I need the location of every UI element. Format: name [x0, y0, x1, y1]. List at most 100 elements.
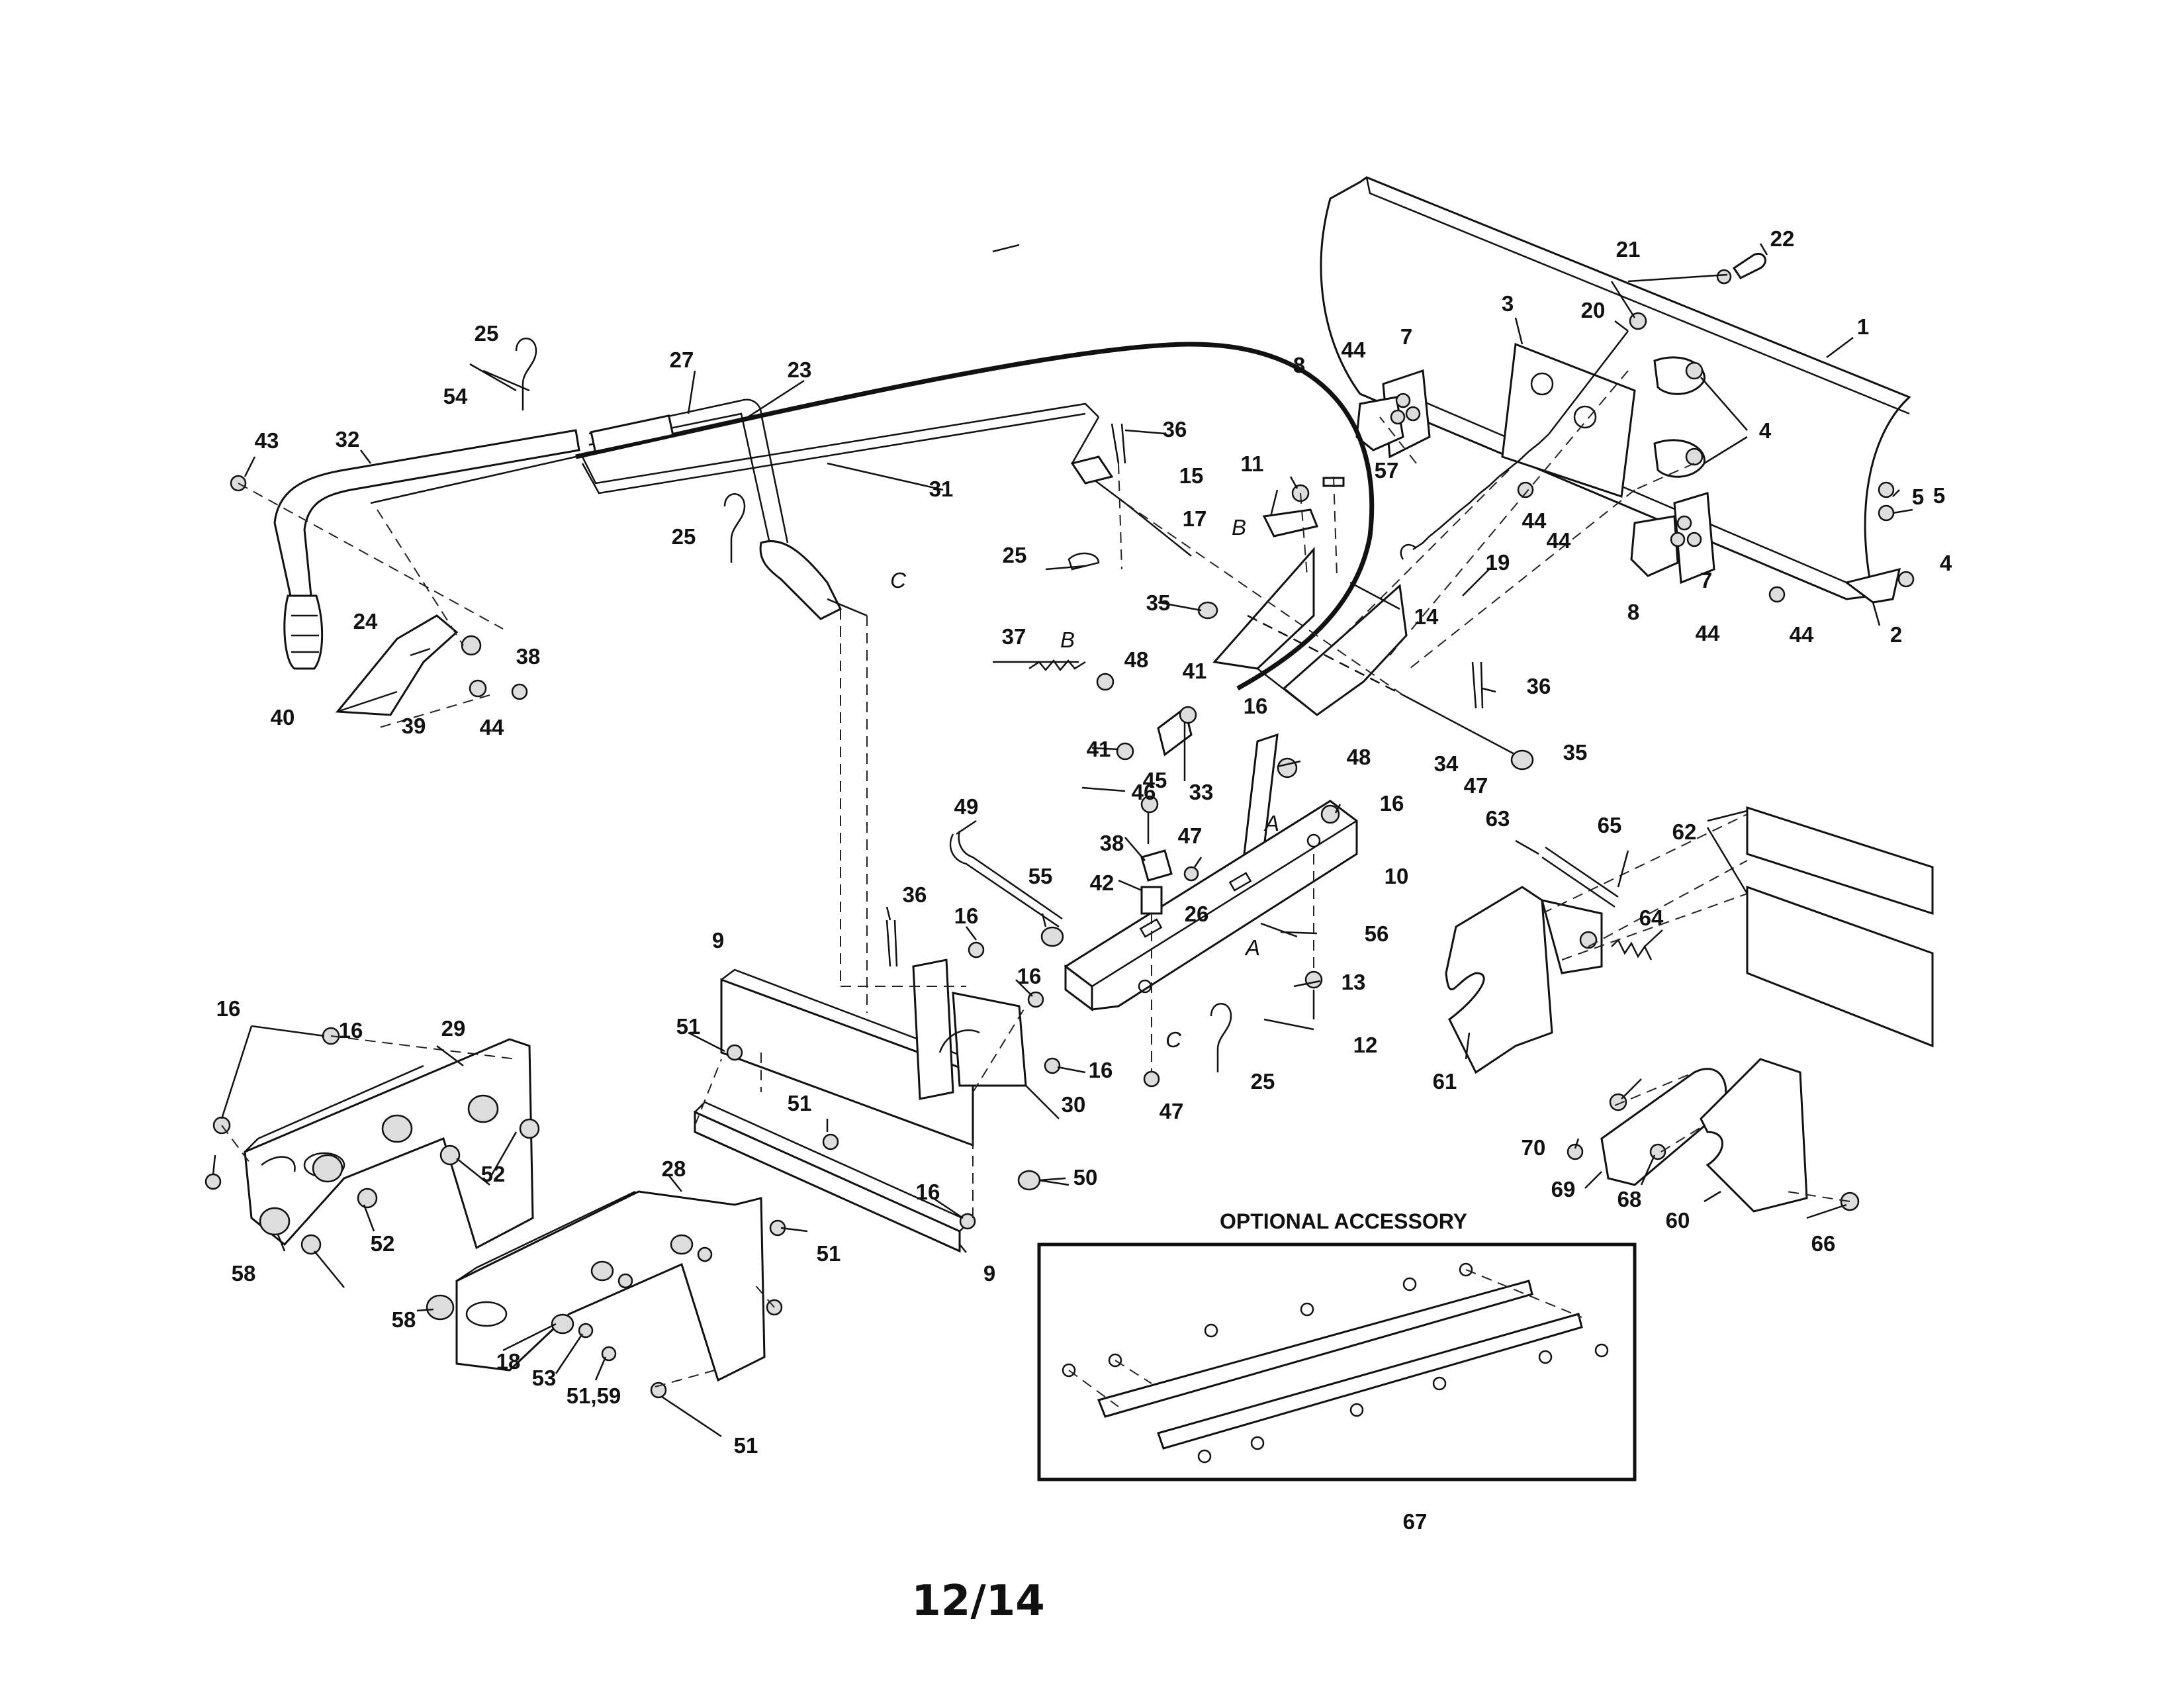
callout-11: 11 — [1241, 451, 1264, 476]
callout-16: 16 — [954, 904, 979, 928]
callout-34: 34 — [1434, 751, 1459, 776]
callout-17: 17 — [1183, 506, 1207, 531]
callout-46: 46 — [1132, 780, 1156, 804]
callout-44: 44 — [1696, 621, 1720, 645]
callout-44: 44 — [1342, 338, 1366, 362]
callout-25: 25 — [1251, 1069, 1275, 1094]
callout-36: 36 — [1527, 674, 1551, 698]
callout-61: 61 — [1433, 1069, 1457, 1094]
callout-47: 47 — [1464, 773, 1488, 798]
callout-22: 22 — [1770, 226, 1795, 251]
callout-44: 44 — [1790, 622, 1814, 647]
rod-27 — [588, 399, 789, 543]
accessory-title: OPTIONAL ACCESSORY — [1220, 1209, 1467, 1233]
accessory-strip-2 — [1157, 1313, 1583, 1450]
plate-62-lower — [1746, 885, 1934, 1048]
callout-25: 25 — [475, 321, 499, 346]
callout-70: 70 — [1522, 1135, 1546, 1160]
callout-66: 66 — [1811, 1231, 1836, 1256]
callout-7: 7 — [1700, 568, 1712, 592]
callout-5: 5 — [1912, 485, 1924, 509]
callout-51: 51 — [817, 1241, 841, 1266]
control-cable — [575, 342, 1375, 691]
callout-24: 24 — [353, 609, 378, 633]
accessory-box — [1037, 1243, 1637, 1481]
reference-letter-a: A — [1263, 811, 1279, 835]
callout-38: 38 — [516, 644, 541, 669]
callout-69: 69 — [1551, 1177, 1576, 1201]
callout-5: 5 — [1933, 483, 1945, 508]
callout-38: 38 — [1100, 831, 1124, 855]
callout-16: 16 — [216, 996, 241, 1021]
callout-19: 19 — [1486, 550, 1510, 575]
callout-23: 23 — [788, 357, 812, 382]
bracket-30 — [912, 959, 954, 1100]
callout-51-59: 51,59 — [567, 1383, 621, 1408]
callout-27: 27 — [670, 348, 694, 372]
pin-34 — [1402, 694, 1516, 756]
callout-44: 44 — [480, 715, 504, 739]
callout-14: 14 — [1414, 604, 1439, 629]
callout-25: 25 — [1003, 543, 1027, 567]
grip-40 — [283, 594, 324, 670]
spacer-42 — [1140, 886, 1163, 915]
reference-letter-b: B — [1232, 515, 1246, 539]
pivot-bracket-14 — [1212, 547, 1315, 670]
callout-42: 42 — [1090, 870, 1115, 895]
callout-9: 9 — [712, 928, 724, 953]
callout-55: 55 — [1028, 864, 1053, 888]
callout-3: 3 — [1502, 291, 1514, 316]
frame-10 — [1064, 800, 1358, 1011]
callout-26: 26 — [1185, 902, 1209, 926]
callout-29: 29 — [441, 1016, 466, 1041]
callout-40: 40 — [271, 705, 295, 729]
callout-16: 16 — [339, 1018, 363, 1043]
clip-15 — [1262, 508, 1319, 538]
callout-67: 67 — [1403, 1509, 1428, 1534]
block-38 — [1140, 849, 1173, 882]
callout-8: 8 — [1293, 353, 1305, 377]
callout-44: 44 — [1547, 528, 1571, 553]
callout-16: 16 — [1244, 694, 1268, 718]
reference-letter-c: C — [890, 568, 907, 592]
shoe-lower — [1630, 515, 1679, 577]
callout-28: 28 — [662, 1156, 686, 1181]
accessory-strip-1 — [1097, 1280, 1533, 1418]
callout-47: 47 — [1160, 1099, 1184, 1123]
callout-15: 15 — [1179, 463, 1204, 488]
rod-49 — [949, 833, 1060, 928]
callout-20: 20 — [1581, 298, 1606, 322]
bracket-61 — [1445, 886, 1553, 1074]
callout-21: 21 — [1616, 237, 1641, 261]
callout-58: 58 — [392, 1307, 416, 1332]
callout-53: 53 — [532, 1366, 557, 1390]
reference-letter-a: A — [1244, 935, 1260, 960]
reference-letters: A A B B C C — [890, 515, 1279, 1052]
callout-13: 13 — [1342, 970, 1366, 994]
callout-52: 52 — [371, 1231, 395, 1256]
pin-63 — [1541, 856, 1615, 908]
callout-51: 51 — [734, 1433, 758, 1458]
spring-19 — [1412, 434, 1549, 551]
plate-62-upper — [1746, 806, 1934, 915]
reference-letter-b: B — [1060, 628, 1075, 652]
callout-10: 10 — [1385, 864, 1409, 888]
callout-16: 16 — [1089, 1058, 1113, 1082]
callout-64: 64 — [1639, 906, 1664, 930]
callout-60: 60 — [1666, 1208, 1690, 1233]
washer-55 — [1040, 926, 1064, 947]
callout-56: 56 — [1365, 921, 1389, 946]
callout-4: 4 — [1759, 418, 1772, 443]
callout-7: 7 — [1400, 324, 1412, 349]
reference-letter-c: C — [1165, 1027, 1182, 1052]
spring-37 — [1028, 659, 1086, 672]
bracket-60 — [1700, 1058, 1808, 1213]
callout-62: 62 — [1672, 820, 1697, 844]
callout-33: 33 — [1189, 780, 1214, 804]
callout-32: 32 — [336, 427, 360, 451]
callout-68: 68 — [1617, 1187, 1642, 1211]
callout-37: 37 — [1002, 624, 1026, 649]
callout-1: 1 — [1857, 314, 1869, 339]
callout-51: 51 — [788, 1091, 812, 1115]
